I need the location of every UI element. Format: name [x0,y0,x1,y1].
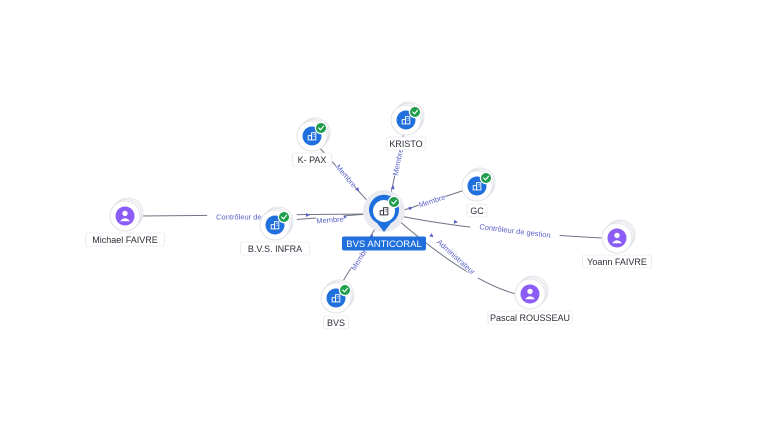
center-node[interactable]: BVS ANTICORAL [342,190,426,251]
building-icon [270,221,280,230]
node-label: K- PAX [298,155,327,165]
node-label: Pascal ROUSSEAU [490,313,570,323]
verified-check-icon [479,171,493,185]
svg-text:Membre: Membre [391,148,406,177]
edge-label: Contrôleur de gestion [470,220,561,240]
center-label: BVS ANTICORAL [346,239,422,250]
edge-label: Membre [417,191,447,210]
person-icon [525,288,535,300]
svg-text:Administrateur: Administrateur [435,237,477,276]
svg-text:Membre: Membre [316,215,344,226]
node-pascal[interactable]: Pascal ROUSSEAU [487,275,573,325]
edge-bvs: Membre [339,223,379,287]
node-kristo[interactable]: KRISTO [385,101,427,151]
building-icon [331,294,341,303]
edge-arrow [342,215,347,220]
node-kpax[interactable]: K- PAX [291,117,333,167]
node-label: B.V.S. INFRA [248,244,302,254]
node-label: BVS [327,318,345,328]
person-icon [120,210,130,222]
nodes-layer: K- PAX KRISTO GC B.V.S. INFRA BVS Michael FAI… [85,101,652,330]
verified-check-icon [277,210,291,224]
building-icon [472,182,482,191]
edge-arrow [306,213,310,217]
person-icon [612,232,622,244]
edge-arrow [408,206,413,211]
svg-text:Contrôleur de gestion: Contrôleur de gestion [479,222,551,240]
edge-label: Membre [315,213,345,226]
building-icon [379,207,389,216]
verified-check-icon [408,105,422,119]
edge-label: Membre [334,161,360,190]
node-label: Michael FAIVRE [92,235,158,245]
edge-arrow [429,233,434,238]
node-bvsinfra[interactable]: B.V.S. INFRA [240,206,311,256]
svg-text:Membre: Membre [334,163,359,190]
edge-gc: Membre [397,189,466,213]
building-icon [307,132,317,141]
edge-michael: Contrôleur de gestion [139,211,369,222]
edge-label: Membre [389,147,406,177]
node-label: Yoann FAIVRE [587,257,647,267]
edge-yoann: Contrôleur de gestion [399,215,604,240]
svg-text:Membre: Membre [418,192,447,209]
node-yoann[interactable]: Yoann FAIVRE [581,219,652,269]
edge-label: Contrôleur de gestion [207,211,297,222]
verified-check-icon [314,121,328,135]
node-gc[interactable]: GC [461,167,496,218]
node-bvs[interactable]: BVS [320,279,355,330]
edge-arrow [453,219,458,224]
node-label: GC [470,206,484,216]
edge-label: Administrateur [431,232,483,280]
node-michael[interactable]: Michael FAIVRE [85,197,165,247]
building-icon [401,116,411,125]
edge-arrow [390,185,395,190]
edge-bvsinfra: Membre [289,213,369,226]
svg-text:Contrôleur de gestion: Contrôleur de gestion [216,213,288,222]
edge-arrow [355,187,360,192]
verified-check-icon [387,195,401,209]
verified-check-icon [338,283,352,297]
node-label: KRISTO [389,139,422,149]
